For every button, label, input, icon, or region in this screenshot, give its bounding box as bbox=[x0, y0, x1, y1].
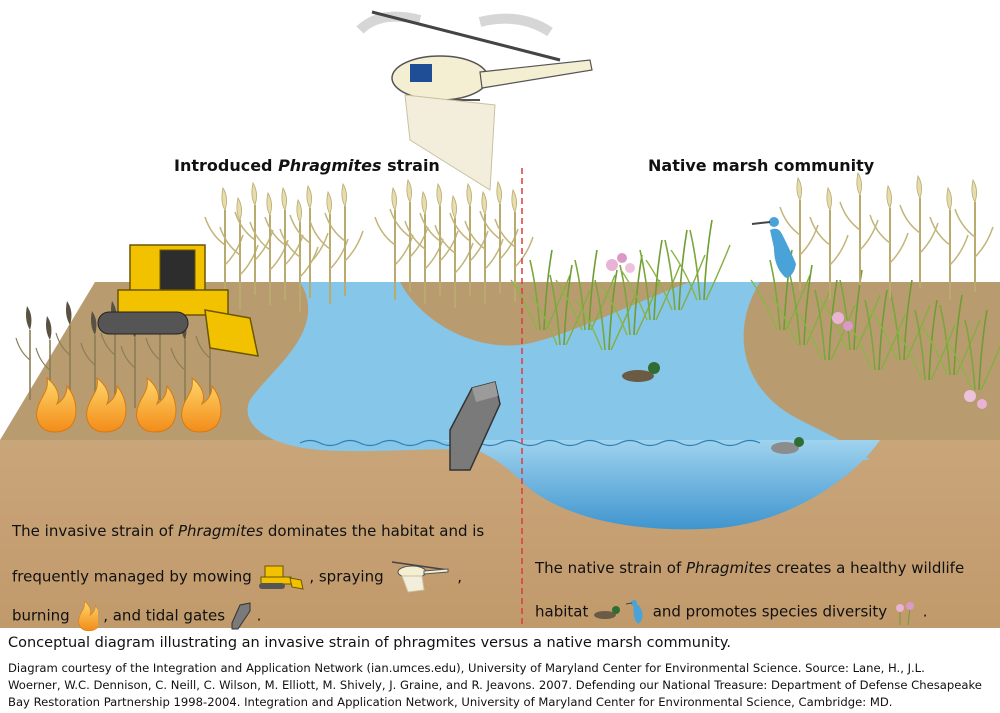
helicopter-icon bbox=[392, 561, 449, 593]
duck-icon bbox=[594, 606, 621, 619]
caption-credit-2: Woerner, W.C. Dennison, C. Neill, C. Wil… bbox=[8, 678, 982, 692]
right-line2-b: and promotes species diversity bbox=[652, 602, 888, 621]
left-heading-post: strain bbox=[381, 156, 440, 175]
heron-icon bbox=[625, 600, 643, 624]
left-heading-pre: Introduced bbox=[174, 156, 279, 175]
caption-credit-1: Diagram courtesy of the Integration and … bbox=[8, 661, 925, 675]
right-line2-c: . bbox=[922, 602, 928, 621]
right-heading: Native marsh community bbox=[648, 156, 875, 175]
right-text-line1: The native strain of Phragmites creates … bbox=[535, 558, 964, 578]
right-line2-a: habitat bbox=[535, 602, 589, 621]
left-line1-italic: Phragmites bbox=[178, 522, 264, 540]
left-line2-a: frequently managed by mowing bbox=[12, 567, 252, 586]
helicopter-icon bbox=[356, 10, 593, 191]
duck-icon bbox=[622, 362, 804, 454]
left-line1-post: dominates the habitat and is bbox=[263, 522, 485, 540]
tidal-gate-icon bbox=[449, 381, 501, 471]
left-line3-a: burning bbox=[12, 606, 70, 625]
left-line2-b: , spraying bbox=[309, 567, 384, 586]
left-text-line3: burning , and tidal gates . bbox=[12, 600, 261, 632]
right-text-line2: habitat and promotes species diversity . bbox=[535, 598, 928, 626]
right-line1-post: creates a healthy wildlife bbox=[771, 559, 965, 577]
left-heading-italic: Phragmites bbox=[278, 156, 382, 175]
fire-icon bbox=[78, 600, 99, 632]
water-surface bbox=[247, 282, 871, 460]
left-text-line1: The invasive strain of Phragmites domina… bbox=[12, 521, 484, 541]
right-line1-italic: Phragmites bbox=[686, 559, 772, 577]
water-cross-section bbox=[440, 440, 880, 530]
left-line3-c: . bbox=[256, 606, 262, 625]
bulldozer-icon bbox=[258, 565, 304, 590]
left-heading: Introduced Phragmites strain bbox=[174, 156, 440, 175]
left-line2-c: , bbox=[457, 567, 462, 586]
tidal-gate-icon bbox=[231, 602, 251, 630]
wildflower-icon bbox=[606, 253, 987, 409]
left-line3-b: , and tidal gates bbox=[103, 606, 226, 625]
bulldozer-icon bbox=[97, 244, 259, 357]
caption-main: Conceptual diagram illustrating an invas… bbox=[8, 635, 731, 651]
heron-icon bbox=[751, 217, 796, 278]
left-text-line2: frequently managed by mowing , spraying … bbox=[12, 560, 462, 594]
right-line1-pre: The native strain of bbox=[535, 559, 687, 577]
left-line1-pre: The invasive strain of bbox=[12, 522, 178, 540]
wildflower-icon bbox=[895, 602, 914, 625]
caption-credit-3: Bay Restoration Partnership 1998-2004. I… bbox=[8, 695, 893, 709]
